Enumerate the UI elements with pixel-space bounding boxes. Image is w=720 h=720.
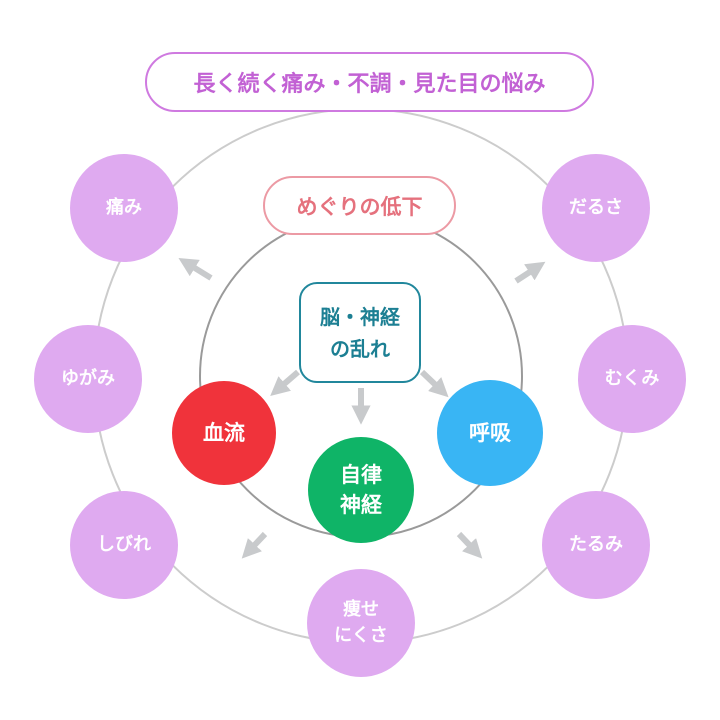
symptom-thinness-line1: 痩せ — [342, 598, 379, 620]
symptom-thinness-line2: にくさ — [334, 625, 388, 646]
core-box: 脳・神経 の乱れ — [299, 282, 421, 383]
breathing-circle — [437, 380, 543, 486]
inner-title: めぐりの低下 — [263, 176, 456, 235]
autonomic-nerve-circle — [308, 437, 414, 543]
arrow-icon-down-left — [241, 531, 268, 559]
symptom-swelling: むくみ — [604, 367, 660, 389]
symptom-sagging-circle — [542, 491, 650, 599]
blood-flow-label: 血流 — [203, 420, 245, 445]
symptom-sagging: たるみ — [569, 533, 623, 555]
symptom-thinness: 痩せ にくさ — [307, 569, 415, 677]
symptom-swelling-circle — [578, 325, 686, 433]
autonomic-line1: 自律 — [340, 462, 382, 487]
arrow-icon-down-right — [456, 531, 483, 559]
arrow-icon-core-right — [419, 369, 449, 398]
arrow-icon-up-left — [178, 257, 213, 281]
symptom-thinness-circle — [307, 569, 415, 677]
blood-flow-circle — [172, 381, 276, 485]
symptom-pain: 痛み — [106, 196, 142, 218]
core-line1: 脳・神経 — [320, 304, 400, 329]
symptom-fatigue: だるさ — [569, 196, 623, 218]
arrow-icon-core-left — [270, 369, 300, 397]
outer-title: 長く続く痛み・不調・見た目の悩み — [145, 52, 594, 112]
symptom-distortion-circle — [34, 325, 142, 433]
breathing-label: 呼吸 — [469, 420, 511, 445]
symptom-numbness: しびれ — [97, 533, 151, 555]
autonomic-line2: 神経 — [340, 493, 382, 517]
symptom-pain-circle — [70, 154, 178, 262]
symptom-distortion: ゆがみ — [61, 367, 115, 389]
autonomic-nerve-label: 自律 神経 — [308, 437, 414, 543]
symptom-numbness-circle — [70, 491, 178, 599]
arrow-icon-up-right — [514, 261, 546, 284]
symptom-fatigue-circle — [542, 154, 650, 262]
core-line2: の乱れ — [330, 336, 390, 361]
